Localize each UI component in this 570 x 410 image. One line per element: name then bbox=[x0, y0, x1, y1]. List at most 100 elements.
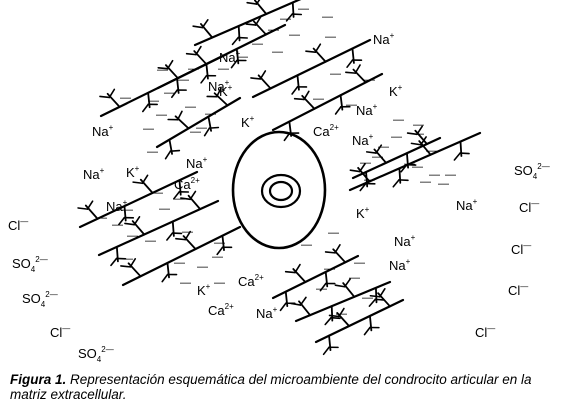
glycosaminoglycan-branch bbox=[142, 103, 150, 113]
glycosaminoglycan-branch bbox=[195, 45, 202, 56]
glycosaminoglycan-chain bbox=[342, 282, 356, 298]
glycosaminoglycan-branch bbox=[173, 190, 181, 200]
glycosaminoglycan-branch bbox=[215, 87, 222, 98]
proteoglycan-backbone bbox=[193, 0, 302, 47]
glycosaminoglycan-branch bbox=[185, 52, 197, 56]
glycosaminoglycan-branch bbox=[189, 190, 197, 201]
negative-charge: — bbox=[214, 237, 225, 249]
ion-charge: 2+ bbox=[330, 123, 339, 132]
ion-label: K+ bbox=[197, 282, 211, 298]
proteoglycan-backbone bbox=[271, 72, 384, 132]
glycosaminoglycan-branch bbox=[108, 88, 116, 99]
glycosaminoglycan-branch bbox=[343, 278, 351, 288]
negative-charge: — bbox=[174, 257, 185, 269]
ion-charge: + bbox=[365, 205, 370, 214]
fixed-negative-charges: ————————————————————————————————————————… bbox=[96, 3, 456, 320]
ion-symbol: SO bbox=[22, 291, 41, 306]
negative-charge: — bbox=[190, 126, 201, 138]
ion-label: Na+ bbox=[256, 305, 278, 321]
negative-charge: — bbox=[412, 161, 423, 173]
ion-charge: + bbox=[203, 155, 208, 164]
proteoglycan-backbone bbox=[155, 96, 242, 149]
ion-label: Na+ bbox=[186, 155, 208, 171]
ion-labels: Na+Na+Na+K+K+K+Na+Na+Na+Ca2+Na+K+Na+Ca2+… bbox=[8, 31, 550, 364]
negative-charge: — bbox=[237, 51, 248, 63]
glycosaminoglycan-branch bbox=[176, 110, 183, 121]
proteoglycan-backbone bbox=[99, 53, 227, 118]
negative-charge: — bbox=[143, 123, 154, 135]
chondrocyte-cell bbox=[231, 130, 327, 250]
ion-charge: — bbox=[487, 324, 495, 333]
glycosaminoglycan-branch bbox=[208, 126, 220, 129]
negative-charge: — bbox=[96, 212, 107, 224]
figure-caption: Figura 1. Representación esquemática del… bbox=[10, 372, 562, 402]
negative-charge: — bbox=[325, 31, 336, 43]
figure-caption-label: Figura 1. bbox=[10, 372, 67, 387]
ion-charge: 2— bbox=[45, 290, 57, 299]
glycosaminoglycan-branch bbox=[166, 232, 174, 241]
glycosaminoglycan-branch bbox=[118, 216, 126, 226]
ion-charge: + bbox=[250, 114, 255, 123]
glycosaminoglycan-branch bbox=[77, 207, 89, 210]
negative-charge: — bbox=[289, 29, 300, 41]
ion-charge: — bbox=[62, 324, 70, 333]
negative-charge: — bbox=[404, 158, 415, 170]
negative-charge: — bbox=[364, 74, 375, 86]
ion-symbol: SO bbox=[78, 346, 97, 361]
ion-symbol: Cl bbox=[519, 200, 531, 215]
negative-charge: — bbox=[445, 169, 456, 181]
ion-charge: 2— bbox=[35, 255, 47, 264]
glycosaminoglycan-branch bbox=[303, 90, 310, 101]
ion-label: Ca2+ bbox=[174, 176, 200, 192]
glycosaminoglycan-branch bbox=[254, 16, 262, 26]
proteoglycan-backbone bbox=[294, 280, 392, 323]
negative-charge: — bbox=[301, 239, 312, 251]
ion-symbol: Na bbox=[456, 198, 473, 213]
negative-charge: — bbox=[426, 145, 437, 157]
ion-symbol: SO bbox=[514, 163, 533, 178]
negative-charge: — bbox=[324, 263, 335, 275]
ion-charge: + bbox=[206, 282, 211, 291]
ion-label: K+ bbox=[389, 83, 403, 99]
ion-charge: + bbox=[273, 305, 278, 314]
negative-charge: — bbox=[438, 178, 449, 190]
ion-symbol: K bbox=[219, 84, 228, 99]
ion-symbol: Na bbox=[219, 50, 236, 65]
ion-symbol: Cl bbox=[50, 325, 62, 340]
ion-label: SO42— bbox=[78, 345, 114, 364]
ion-label: Cl— bbox=[50, 324, 70, 340]
negative-charge: — bbox=[174, 193, 185, 205]
ion-subscript: 4 bbox=[41, 300, 46, 309]
glycosaminoglycan-branch bbox=[330, 316, 341, 320]
glycosaminoglycan-branch bbox=[200, 74, 208, 84]
ion-label: Na+ bbox=[389, 257, 411, 273]
ion-charge: + bbox=[373, 102, 378, 111]
glycosaminoglycan-branch bbox=[378, 287, 386, 298]
glycosaminoglycan-branch bbox=[322, 346, 330, 356]
ion-charge: 2— bbox=[101, 345, 113, 354]
ion-charge: — bbox=[20, 217, 28, 226]
ion-label: Na+ bbox=[394, 233, 416, 249]
glycosaminoglycan-branch bbox=[245, 23, 257, 26]
glycosaminoglycan-branch bbox=[349, 169, 361, 173]
glycosaminoglycan-branch bbox=[305, 50, 317, 53]
ion-label: Ca2+ bbox=[208, 302, 234, 318]
ion-charge: 2+ bbox=[225, 302, 234, 311]
glycosaminoglycan-branch bbox=[354, 64, 361, 74]
ion-label: K+ bbox=[241, 114, 255, 130]
glycosaminoglycan-branch bbox=[246, 1, 258, 5]
glycosaminoglycan-branch bbox=[250, 77, 262, 80]
ion-label: K+ bbox=[219, 83, 233, 99]
ion-symbol: Na bbox=[394, 234, 411, 249]
proteoglycan-backbone bbox=[351, 136, 442, 180]
negative-charge: — bbox=[420, 176, 431, 188]
negative-charge: — bbox=[120, 92, 131, 104]
ion-charge: + bbox=[369, 132, 374, 141]
negative-charge: — bbox=[159, 203, 170, 215]
glycosaminoglycan-branch bbox=[216, 246, 224, 256]
glycosaminoglycan-branch bbox=[169, 149, 181, 152]
glycosaminoglycan-branch bbox=[120, 265, 132, 268]
ion-label: Ca2+ bbox=[313, 123, 339, 139]
negative-charge: — bbox=[413, 128, 424, 140]
negative-charge: — bbox=[122, 204, 133, 216]
